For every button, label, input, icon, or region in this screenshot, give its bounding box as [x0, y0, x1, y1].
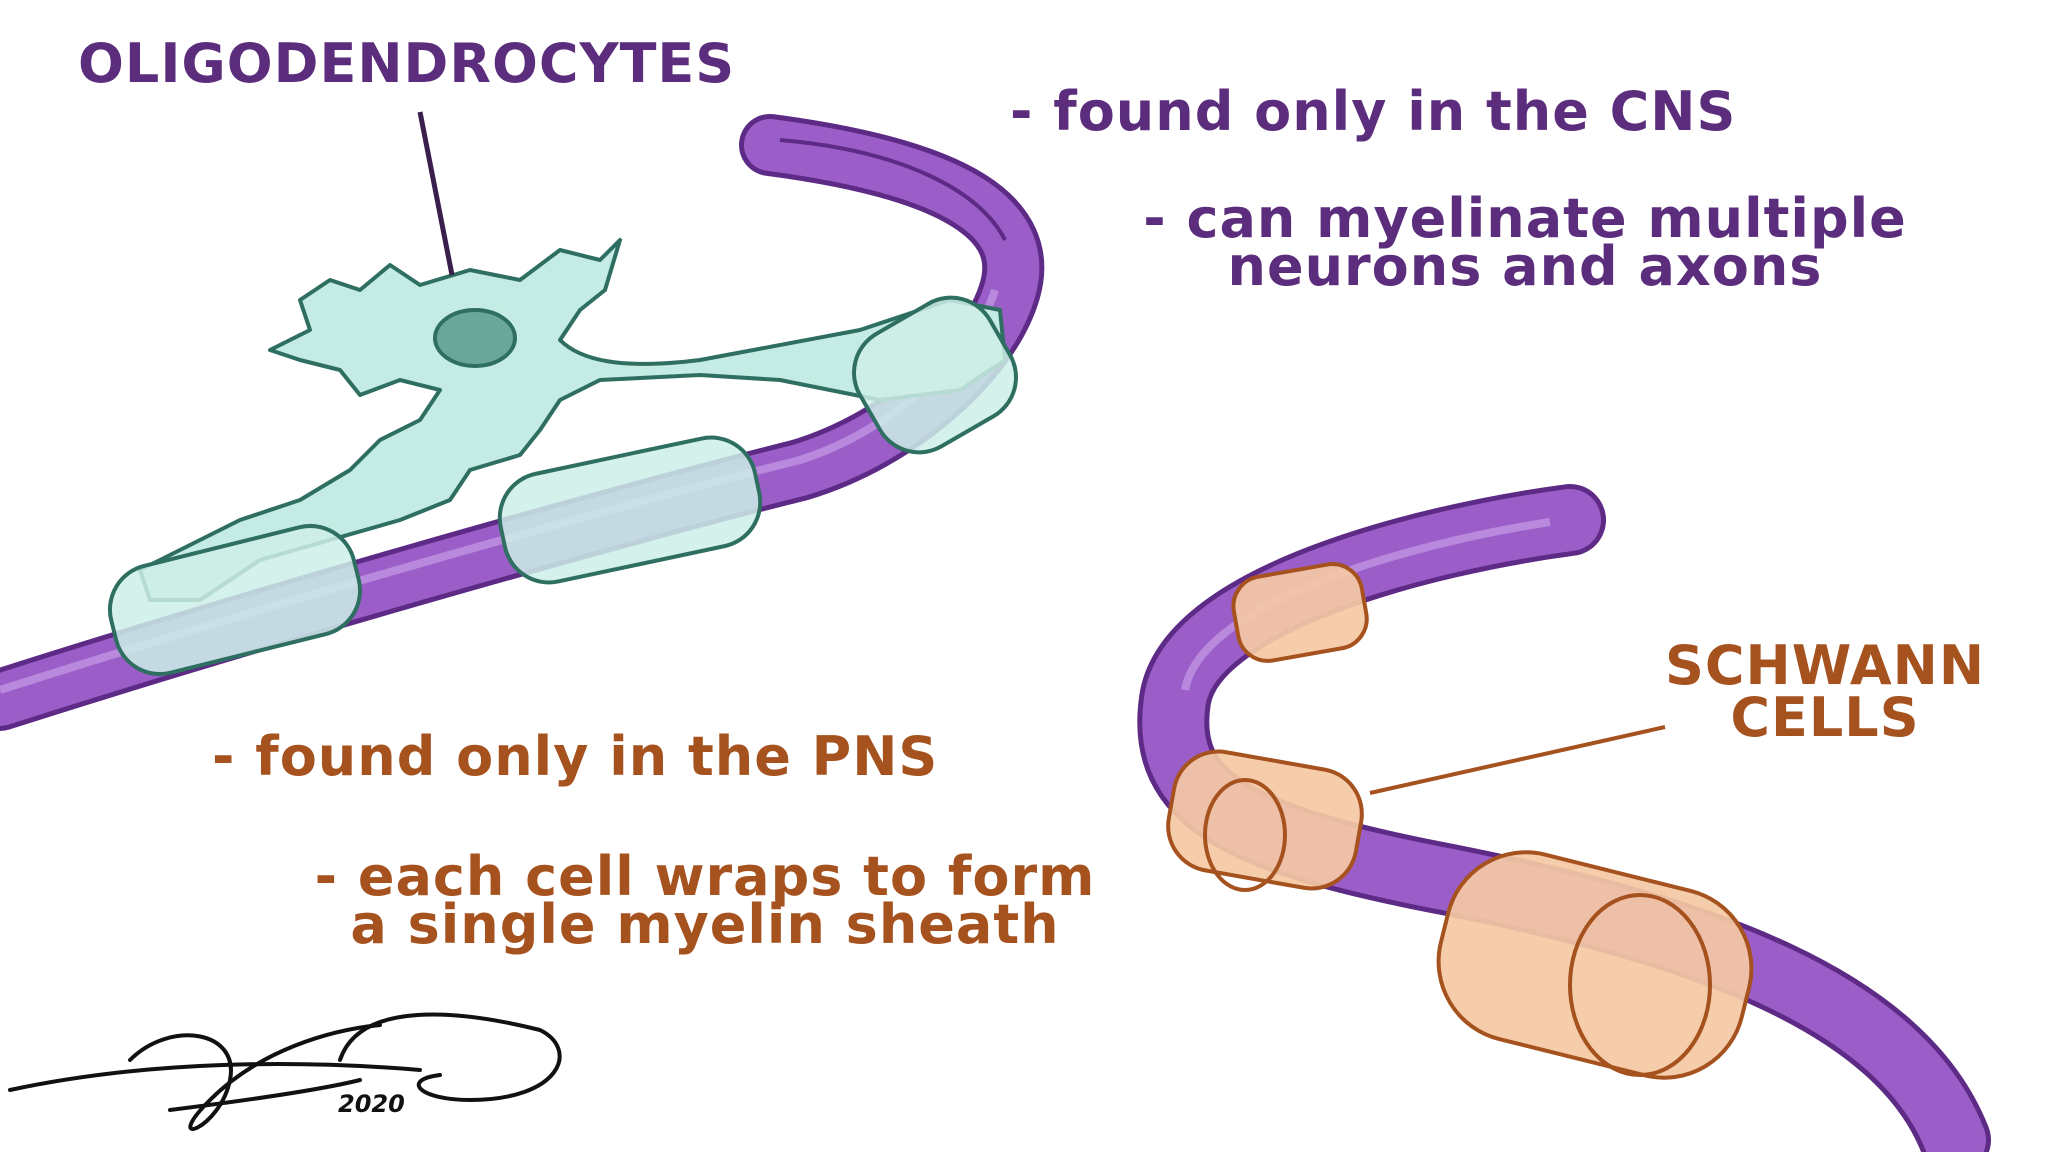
schwann-pointer-line — [1369, 725, 1666, 795]
pns-bullet-sheath-line2: a single myelin sheath — [350, 893, 1060, 956]
schwann-cells — [1166, 562, 1754, 1080]
signature-year: 2020 — [338, 1090, 405, 1118]
cns-bullet-location: - found only in the CNS — [1010, 80, 1737, 143]
oligo-pointer-line — [417, 111, 455, 276]
artist-signature — [8, 1012, 562, 1131]
cns-bullet-myelination-line2: neurons and axons — [1227, 235, 1823, 298]
oligodendrocytes-title: OLIGODENDROCYTES — [78, 32, 736, 95]
pns-bullet-sheath-line1: - each cell wraps to form — [314, 845, 1096, 908]
cns-bullet-myelination: - can myelinate multiple neurons and axo… — [1085, 187, 1965, 298]
schwann-title: SCHWANN CELLS — [1645, 634, 2005, 749]
schwann-title-line2: CELLS — [1730, 686, 1920, 749]
pns-bullet-sheath: - each cell wraps to form a single myeli… — [270, 845, 1140, 956]
nucleus — [433, 308, 517, 368]
cns-myelin-sheaths — [107, 295, 1018, 677]
schwann-title-line1: SCHWANN — [1664, 634, 1986, 697]
pns-bullet-location: - found only in the PNS — [212, 725, 939, 788]
cns-bullet-myelination-line1: - can myelinate multiple — [1143, 187, 1907, 250]
